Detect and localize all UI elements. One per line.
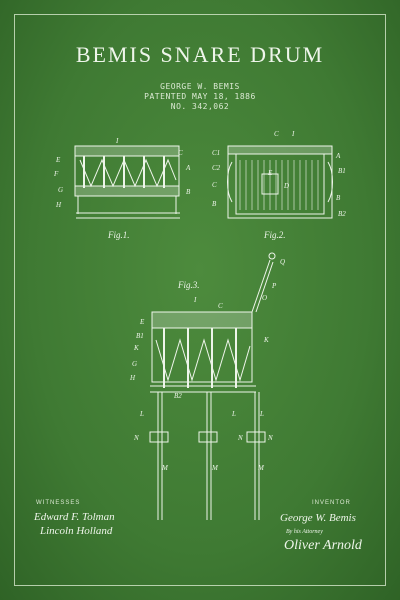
svg-text:M: M bbox=[161, 464, 169, 472]
witnesses-heading: WITNESSES bbox=[36, 500, 81, 506]
svg-text:C: C bbox=[218, 302, 223, 310]
attorney-signature: Oliver Arnold bbox=[284, 538, 362, 553]
svg-text:L: L bbox=[259, 410, 264, 418]
patent-date: PATENTED MAY 18, 1886 bbox=[144, 92, 256, 101]
fig2-cross-section bbox=[227, 145, 333, 219]
svg-text:B2: B2 bbox=[174, 392, 182, 400]
svg-text:K: K bbox=[133, 344, 139, 352]
svg-text:N: N bbox=[237, 434, 243, 442]
svg-text:C: C bbox=[178, 149, 183, 157]
svg-text:F: F bbox=[53, 170, 59, 178]
svg-text:G: G bbox=[132, 360, 137, 368]
svg-text:C2: C2 bbox=[212, 164, 221, 172]
svg-text:D: D bbox=[283, 182, 289, 190]
inventor-heading: INVENTOR bbox=[312, 500, 351, 506]
svg-text:E: E bbox=[267, 169, 273, 177]
svg-text:H: H bbox=[129, 374, 136, 382]
svg-text:A: A bbox=[335, 152, 341, 160]
svg-text:C: C bbox=[212, 181, 217, 189]
svg-text:N: N bbox=[267, 434, 273, 442]
poster-title: BEMIS SNARE DRUM bbox=[75, 42, 325, 67]
attorney-by-line: By his Attorney bbox=[286, 529, 323, 535]
svg-text:I: I bbox=[193, 296, 197, 304]
witness-signature-1: Edward F. Tolman bbox=[34, 511, 115, 523]
fig1-drum bbox=[74, 145, 180, 219]
svg-text:O: O bbox=[262, 294, 267, 302]
svg-text:I: I bbox=[115, 137, 119, 145]
fig2-label: Fig.2. bbox=[263, 230, 286, 240]
svg-text:B: B bbox=[212, 200, 217, 208]
svg-text:L: L bbox=[231, 410, 236, 418]
svg-text:B: B bbox=[336, 194, 341, 202]
fig3-drum-stand bbox=[149, 252, 276, 520]
inventor-name: GEORGE W. BEMIS bbox=[160, 82, 240, 91]
svg-text:P: P bbox=[271, 282, 277, 290]
svg-text:C1: C1 bbox=[212, 149, 220, 157]
svg-text:A: A bbox=[185, 164, 191, 172]
svg-text:I: I bbox=[291, 130, 295, 138]
svg-text:M: M bbox=[257, 464, 265, 472]
fig3-label: Fig.3. bbox=[177, 280, 200, 290]
svg-text:N: N bbox=[133, 434, 139, 442]
svg-text:K: K bbox=[263, 336, 269, 344]
svg-text:B: B bbox=[186, 188, 191, 196]
svg-text:C: C bbox=[274, 130, 279, 138]
patent-number: NO. 342,062 bbox=[170, 102, 230, 111]
svg-text:E: E bbox=[55, 156, 61, 164]
svg-text:E: E bbox=[139, 318, 145, 326]
svg-text:M: M bbox=[211, 464, 219, 472]
svg-text:B1: B1 bbox=[338, 167, 346, 175]
svg-text:Q: Q bbox=[280, 258, 285, 266]
svg-text:B2: B2 bbox=[338, 210, 346, 218]
svg-text:B1: B1 bbox=[136, 332, 144, 340]
poster-border bbox=[14, 14, 386, 586]
svg-text:G: G bbox=[58, 186, 63, 194]
svg-text:H: H bbox=[55, 201, 62, 209]
inventor-signature: George W. Bemis bbox=[280, 512, 356, 524]
fig1-label: Fig.1. bbox=[107, 230, 130, 240]
svg-text:L: L bbox=[139, 410, 144, 418]
witness-signature-2: Lincoln Holland bbox=[40, 525, 113, 537]
